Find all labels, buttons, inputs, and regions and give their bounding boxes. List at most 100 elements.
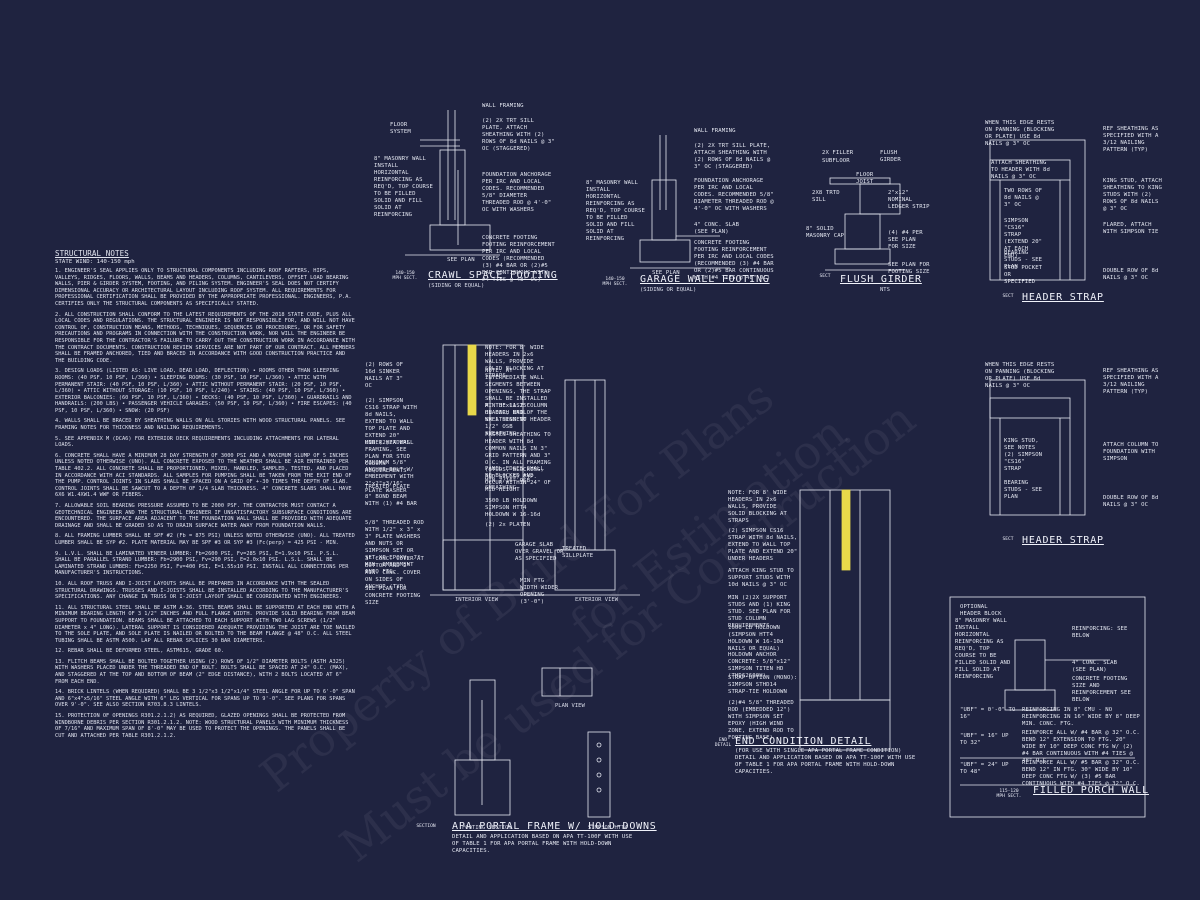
- end-condition-title: END CONDITION DETAIL: [735, 736, 872, 747]
- structural-notes-list: 1. ENGINEER'S SEAL APPLIES ONLY TO STRUC…: [55, 268, 355, 743]
- girder-label: FLOOR JOIST: [856, 172, 874, 185]
- header1-label: ATTACH SHEATHING TO HEADER WITH 8d NAILS…: [991, 160, 1050, 180]
- girder-label: (4) #4 PER SEE PLAN FOR SIZE: [888, 230, 923, 250]
- girder-section-bubble: SECT: [819, 274, 831, 279]
- portal-label: SEE PLAN FOR CONCRETE FOOTING SIZE: [365, 586, 421, 606]
- crawl-space-footing-title: CRAWL SPACE FOOTING: [428, 270, 558, 281]
- garage-label: FOUNDATION ANCHORAGE PER IRC AND LOCAL C…: [694, 178, 774, 212]
- portal-label: MIN FTG WIDTH WIDER OPENING (3'-0"): [520, 578, 559, 605]
- header-strap-1-bubble: SECT: [1002, 294, 1014, 299]
- crawl-label: FOUNDATION ANCHORAGE PER IRC AND LOCAL C…: [482, 172, 552, 213]
- apa-portal-frame-subtitle: DETAIL AND APPLICATION BASED ON APA TT-1…: [452, 834, 633, 854]
- porch-label: 4" CONC. SLAB (SEE PLAN): [1072, 660, 1118, 673]
- portal-label: PANEL EDGES SHALL BE BLOCKED AND OCCUR W…: [485, 466, 551, 493]
- note-item: 11. ALL STRUCTURAL STEEL SHALL BE ASTM A…: [55, 604, 355, 644]
- garage-label: SEE PLAN: [652, 270, 680, 276]
- note-item: 10. ALL ROOF TRUSS AND I-JOIST LAYOUTS S…: [55, 580, 349, 601]
- flush-girder-drawing: [825, 177, 905, 271]
- garage-wall-footing-subtitle: (SIDING OR EQUAL): [640, 287, 697, 293]
- filled-porch-wall-title: FILLED PORCH WALL: [1033, 785, 1149, 796]
- crawl-label: FLOOR SYSTEM: [390, 122, 411, 135]
- porch-table-value: REINFORCE ALL W/ #4 BAR @ 32" O.C. BEND …: [1022, 730, 1140, 764]
- header2-label: ATTACH COLUMN TO FOUNDATION WITH SIMPSON: [1103, 442, 1159, 462]
- note-item: 1. ENGINEER'S SEAL APPLIES ONLY TO STRUC…: [55, 268, 352, 307]
- portal-label: MIN 7/16" OSB SHEATHING: [485, 478, 531, 491]
- porch-table-value: REINFORCING IN 8" CMU - NO REINFORCING I…: [1022, 707, 1140, 727]
- header2-label: WHEN THIS EDGE RESTS ON PANNING (BLOCKIN…: [985, 362, 1055, 389]
- crawl-space-section-bubble: 140-150 MPH SECT.: [392, 271, 418, 281]
- plan-view-label: PLAN VIEW: [555, 703, 585, 709]
- portal-label: MIN 3"x11.25" HEADER, NAIL SHEATHING TO …: [485, 403, 551, 423]
- girder-label: 2"x12" NOMINAL LEDGER STRIP: [888, 190, 930, 210]
- portal-label: MINIMUM 5/8" ANCHOR BOLT W/ EMBEDMENT WI…: [365, 460, 414, 494]
- simpson-htt4-drawing: [587, 731, 611, 818]
- filled-porch-wall-drawing: [949, 596, 1146, 818]
- crawl-label: (2) 2X TRT SILL PLATE, ATTACH SHEATHING …: [482, 118, 555, 152]
- portal-label: 5/8" THREADED ROD WITH 1/2" x 3" x 3" PL…: [365, 520, 424, 575]
- interior-view-label: INTERIOR VIEW: [455, 597, 499, 603]
- apa-footing-section-drawing: [454, 679, 511, 816]
- note-item: 4. WALLS SHALL BE BRACED BY SHEATHING WA…: [55, 418, 346, 432]
- header2-label: (2) SIMPSON "CS16" STRAP: [1004, 452, 1043, 472]
- portal-label: MIN (2)2X WALL FRAMING, SEE PLAN FOR STU…: [365, 440, 414, 474]
- note-item: 6. CONCRETE SHALL HAVE A MINIMUM 28 DAY …: [55, 452, 352, 499]
- crawl-label: CONCRETE FOOTING FOOTING REINFORCEMENT P…: [482, 235, 555, 283]
- porch-label: OPTIONAL HEADER BLOCK: [960, 604, 1002, 617]
- crawl-label: SEE PLAN: [447, 257, 475, 263]
- structural-notes-heading: STRUCTURAL NOTES: [55, 249, 129, 258]
- header1-label: SIMPSON "CS16" STRAP (EXTEND 20" AT EACH…: [1004, 218, 1043, 259]
- end-label: NOTE: FOR 8' WIDE HEADERS IN 2x6 WALLS, …: [728, 490, 787, 524]
- flush-girder-subtitle: NTS: [880, 287, 890, 293]
- structural-notes-wind: STATE WIND: 140-150 mph: [55, 259, 135, 265]
- garage-section-bubble: 140-150 MPH SECT.: [602, 277, 628, 287]
- crawl-label: 8" MASONRY WALL INSTALL HORIZONTAL REINF…: [374, 156, 433, 218]
- note-item: 2. ALL CONSTRUCTION SHALL CONFORM TO THE…: [55, 311, 355, 364]
- garage-wall-footing-title: GARAGE WALL FOOTING: [640, 274, 770, 285]
- header-strap-2-bubble: SECT: [1002, 537, 1014, 542]
- note-item: 13. FLITCH BEAMS SHALL BE BOLTED TOGETHE…: [55, 658, 349, 685]
- portal-label: 3500 LB HOLDOWN SIMPSON HTT4 HOLDOWN W 1…: [485, 498, 541, 518]
- header1-label: REF SHEATHING AS SPECIFIED WITH A 3/12 N…: [1103, 126, 1159, 153]
- end-condition-drawing: [799, 489, 891, 751]
- flush-girder-title: FLUSH GIRDER: [840, 274, 922, 285]
- header-strap-2-drawing: [989, 379, 1086, 516]
- end-label: (2) SIMPSON CS16 STRAP WITH 8d NAILS, EX…: [728, 528, 798, 562]
- porch-table-key: "UBF" = 16" UP TO 32": [960, 733, 1009, 746]
- garage-label: CONCRETE FOOTING FOOTING REINFORCEMENT P…: [694, 240, 774, 281]
- porch-label: 8" MASONRY WALL INSTALL HORIZONTAL REINF…: [955, 618, 1011, 680]
- header1-label: DOUBLE ROW OF 8d NAILS @ 3" OC: [1103, 268, 1159, 281]
- girder-label: 8" SOLID MASONRY CAP: [806, 226, 845, 239]
- end-label: MIN (2)2X SUPPORT STUDS AND (1) KING STU…: [728, 595, 791, 629]
- portal-label: TREATED SILLPLATE: [562, 546, 594, 559]
- end-label: HOLDOWN ANCHOR CONCRETE: 5/8"x12" SIMPSO…: [728, 652, 791, 679]
- porch-label: CONCRETE FOOTING SIZE AND REINFORCEMENT …: [1072, 676, 1131, 703]
- apa-interior-view-drawing: [430, 344, 540, 596]
- crawl-label: WALL FRAMING: [482, 103, 524, 109]
- garage-label: WALL FRAMING: [694, 128, 736, 134]
- apa-portal-frame-bubble: SECTION: [416, 824, 436, 829]
- end-label: STRAP OPTION (MONO): SIMPSON STHD14 STRA…: [728, 675, 798, 695]
- portal-label: 3" CONC. COVER AT BOTTOM AND 2" MIN. CON…: [365, 556, 424, 590]
- note-item: 7. ALLOWABLE SOIL BEARING PRESSURE ASSUM…: [55, 503, 352, 529]
- portal-label: FASTEN SHEATHING TO HEADER WITH 8d COMMO…: [485, 432, 551, 480]
- exterior-view-label: EXTERIOR VIEW: [575, 597, 619, 603]
- header1-label: STUD POCKET OR SPECIFIED: [1004, 265, 1043, 285]
- girder-label: 2X FILLER: [822, 150, 854, 156]
- header-strap-1-title: HEADER STRAP: [1022, 292, 1104, 303]
- header1-label: FLARED, ATTACH WITH SIMPSON TIE: [1103, 222, 1159, 235]
- footing-section-label: FOOTING SECTION: [462, 825, 512, 831]
- porch-table-key: "UBF" = 0'-0" TO 16": [960, 707, 1016, 720]
- girder-label: SUBFLOOR: [822, 158, 850, 164]
- girder-label: FLUSH GIRDER: [880, 150, 901, 163]
- header-strap-2-title: HEADER STRAP: [1022, 535, 1104, 546]
- header1-label: TWO ROWS OF 8d NAILS @ 3" OC: [1004, 188, 1043, 208]
- portal-label: TREATED PLATE: [365, 484, 411, 490]
- girder-label: SEE PLAN FOR FOOTING SIZE: [888, 262, 930, 275]
- garage-label: 4" CONC. SLAB (SEE PLAN): [694, 222, 740, 235]
- portal-label: (2) 2x PLATEN: [485, 522, 531, 528]
- portal-label: NOTE: AT INTERMEDIATE WALL SEGMENTS BETW…: [485, 368, 551, 423]
- header1-label: BEARING STUDS - SEE PLAN: [1004, 250, 1043, 270]
- note-item: 14. BRICK LINTELS (WHEN REQUIRED) SHALL …: [55, 689, 355, 709]
- note-item: 12. REBAR SHALL BE DEFORMED STEEL, ASTM6…: [55, 648, 225, 655]
